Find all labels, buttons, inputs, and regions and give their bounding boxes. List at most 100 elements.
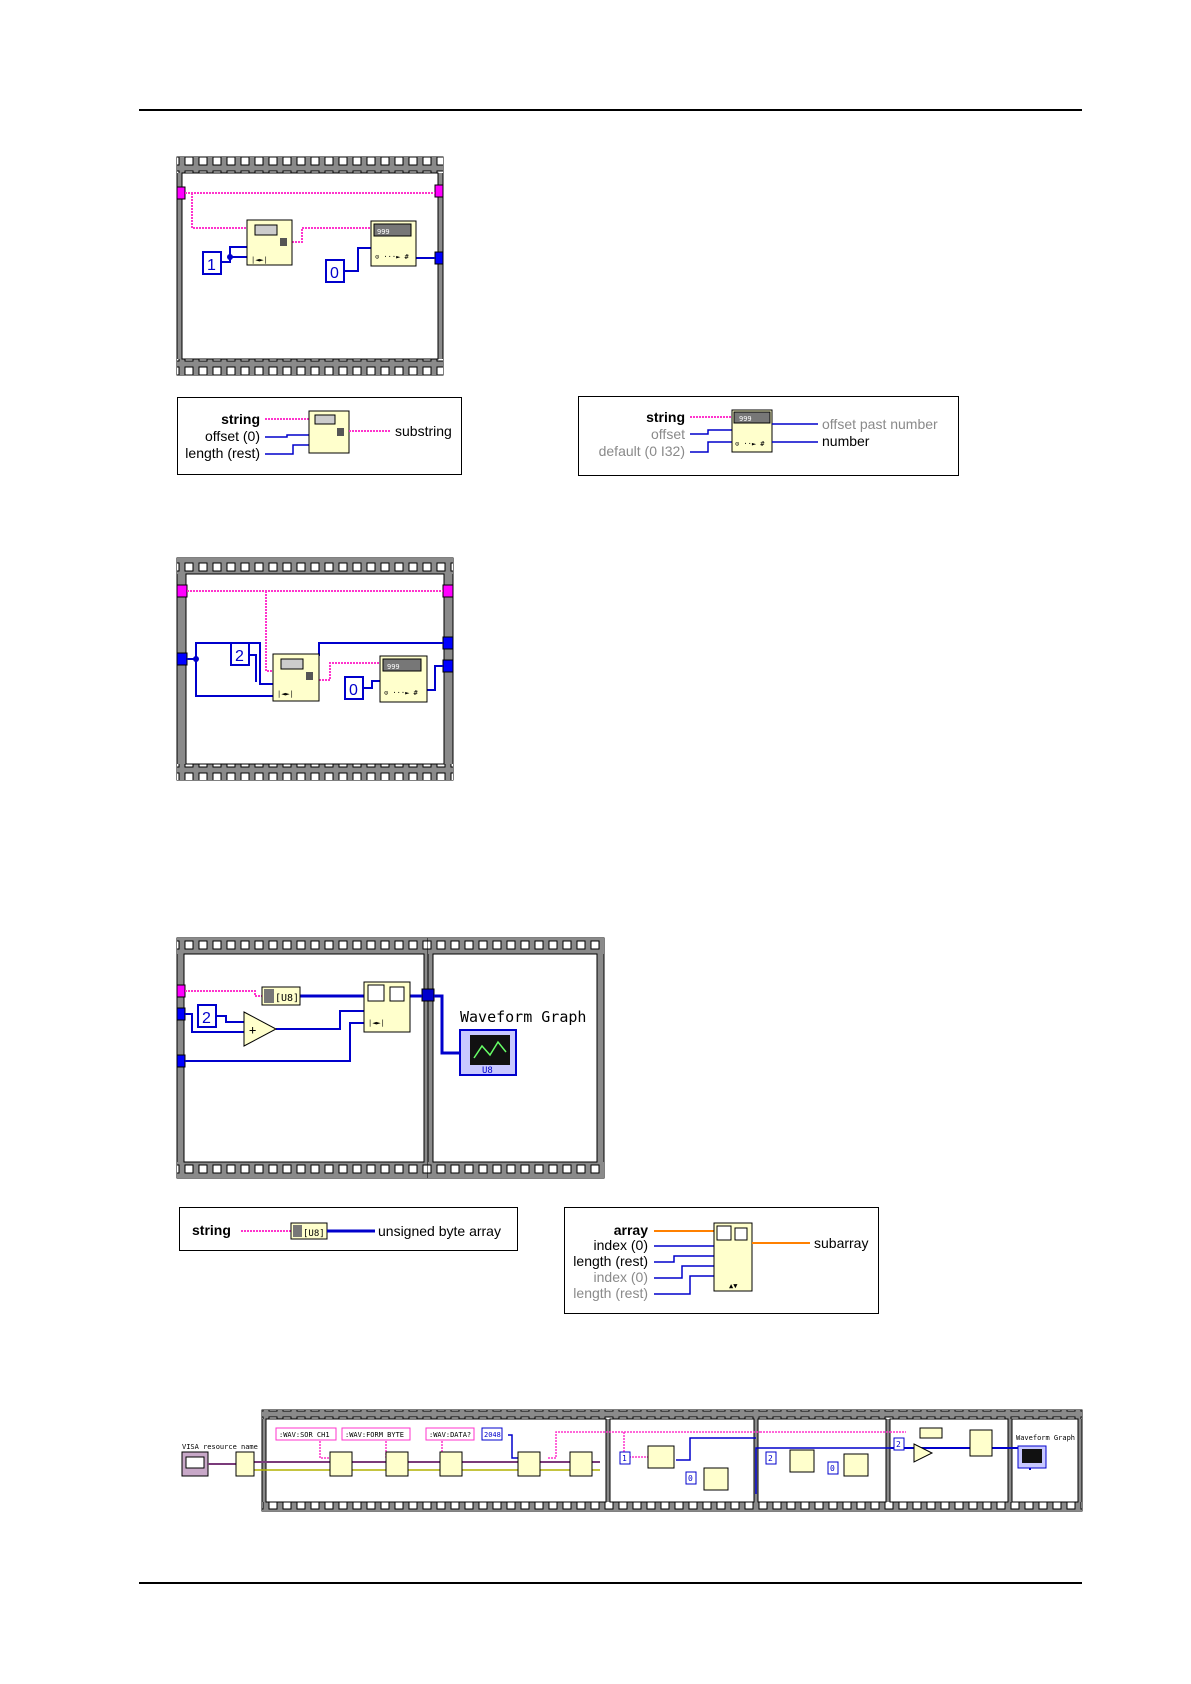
command-constant [341,1427,411,1441]
numeric-constant [685,1471,697,1485]
visa-close-node [569,1451,593,1477]
numeric-constant-value: 1 [622,1454,627,1463]
numeric-wire [342,247,371,272]
visa-write-node [329,1451,353,1477]
numeric-constant-value: 2 [896,1440,901,1449]
input-label: string [646,409,685,425]
numeric-constant-value: 2 [202,1010,211,1027]
numeric-constant-value: 2 [768,1454,773,1463]
decimal-string-to-number-node [843,1453,869,1477]
svg-text:⊙ ···► #: ⊙ ···► # [384,689,419,697]
legend-decimal-string-to-number: string offset default (0 I32) 999 ⊙ ··► … [578,396,959,476]
visa-read-node [517,1451,541,1477]
command-text: :WAV:SOR CH1 [279,1431,330,1439]
input-label: length (rest) [573,1285,648,1301]
string-to-byte-array-node [919,1427,943,1439]
numeric-constant [827,1461,839,1475]
output-label: subarray [814,1235,868,1251]
input-label: default (0 I32) [599,443,685,459]
string-subset-node: |◄►| [272,653,320,702]
string-subset-node [789,1449,815,1473]
command-text: :WAV:DATA? [429,1431,471,1439]
array-subset-node [969,1429,993,1457]
graph-title: Waveform Graph [460,1008,586,1026]
visa-resource-control [181,1451,209,1477]
input-label: string [192,1222,231,1238]
string-subset-node: |◄►| [246,219,293,266]
numeric-constant [202,251,222,275]
svg-text:999: 999 [377,228,390,236]
legend-string-to-byte-array: string [U8] unsigned byte array [179,1207,518,1251]
svg-text:+: + [249,1023,256,1037]
svg-text:▲▼: ▲▼ [729,1282,738,1290]
decimal-string-to-number-node: 999 ⊙ ···► # [370,220,417,267]
string-subset-node [647,1445,675,1469]
string-wire [292,227,371,243]
visa-resource-label: VISA resource name [182,1443,258,1451]
graph-terminal-tag: U8 [482,1066,493,1076]
input-label: index (0) [594,1237,648,1253]
add-node [913,1443,934,1463]
string-tunnel-out [434,184,444,198]
numeric-constant-value: 1 [207,257,216,274]
command-text: :WAV:FORM BYTE [345,1431,404,1439]
output-label: unsigned byte array [378,1223,501,1239]
decimal-string-to-number-node [703,1467,729,1491]
read-count-text: 2048 [484,1431,501,1439]
svg-text:⊙ ··► #: ⊙ ··► # [735,440,765,448]
overview-graph-label: Waveform Graph [1016,1434,1075,1442]
string-to-byte-array-node: [U8] [261,986,301,1006]
numeric-constant-value: 0 [330,265,339,282]
numeric-constant [619,1451,631,1465]
svg-text:999: 999 [739,415,752,423]
output-label: number [822,433,870,449]
numeric-constant [765,1451,777,1465]
command-constant [425,1427,475,1441]
svg-text:|◄►|: |◄►| [277,690,294,698]
add-node: + [243,1011,278,1047]
svg-text:999: 999 [387,663,400,671]
visa-open-node [235,1451,255,1477]
svg-text:|◄►|: |◄►| [251,256,268,264]
numeric-constant [230,642,250,666]
visa-write-node [385,1451,409,1477]
output-label: substring [395,423,452,439]
numeric-constant [893,1437,905,1451]
array-subset-icon: ▲▼ [713,1222,753,1292]
type-label: [U8] [275,993,299,1004]
numeric-constant-value: 0 [830,1464,835,1473]
input-label: offset (0) [205,428,260,444]
legend-array-subset: array index (0) length (rest) index (0) … [564,1207,879,1314]
output-label: offset past number [822,416,938,432]
numeric-constant-value: 0 [688,1474,693,1483]
top-rule [139,109,1082,111]
numeric-constant-value: 0 [349,682,358,699]
numeric-constant [197,1004,217,1028]
svg-text:[U8]: [U8] [303,1229,325,1239]
input-label: index (0) [594,1269,648,1285]
input-label: length (rest) [185,445,260,461]
legend-string-subset: string offset (0) length (rest) substrin… [177,397,462,475]
waveform-graph-terminal: U8 [459,1029,517,1076]
visa-write-node [439,1451,463,1477]
array-subset-node: |◄►| [363,981,411,1033]
bottom-rule [139,1582,1082,1584]
numeric-constant [325,259,345,283]
input-label: offset [651,426,685,442]
input-label: array [614,1222,648,1238]
svg-text:|◄►|: |◄►| [368,1019,385,1027]
svg-text:⊙ ···► #: ⊙ ···► # [375,253,410,261]
input-label: string [221,411,260,427]
waveform-graph-terminal [1017,1445,1047,1469]
read-count-constant [481,1427,503,1441]
decimal-string-to-number-node: 999 ⊙ ···► # [379,655,428,703]
numeric-constant [344,676,364,700]
string-wire [191,193,247,229]
string-to-byte-array-icon: [U8] [290,1222,328,1240]
numeric-constant-value: 2 [235,648,244,665]
input-label: length (rest) [573,1253,648,1269]
command-constant [275,1427,337,1441]
